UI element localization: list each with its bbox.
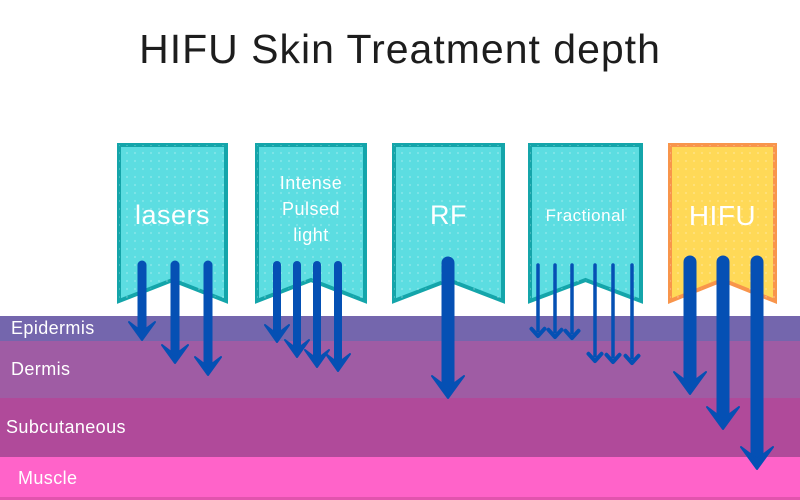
- layer-epidermis: Epidermis: [0, 316, 800, 341]
- banner-label-intense-pulsed-light: Intense Pulsed light: [279, 172, 343, 246]
- layer-label-dermis: Dermis: [11, 359, 71, 379]
- banner-label-fractional: Fractional: [545, 205, 626, 225]
- banner-shape-rf: [392, 143, 505, 304]
- banner-lasers: lasers: [117, 143, 228, 309]
- banner-fractional: Fractional: [528, 143, 643, 309]
- banner-rf: RF: [392, 143, 505, 309]
- layer-muscle: Muscle: [0, 457, 800, 500]
- layer-subcutaneous: Subcutaneous: [0, 398, 800, 457]
- layer-bottom-edge-strip: [0, 497, 800, 500]
- layer-label-muscle: Muscle: [18, 468, 78, 488]
- layer-dermis: Dermis: [0, 341, 800, 398]
- banner-label-rf: RF: [430, 200, 467, 231]
- page-title: HIFU Skin Treatment depth: [139, 26, 661, 72]
- banner-label-hifu: HIFU: [688, 199, 757, 231]
- layer-label-subcutaneous: Subcutaneous: [6, 417, 126, 437]
- layer-label-epidermis: Epidermis: [11, 318, 95, 338]
- banner-hifu: HIFU: [668, 143, 777, 309]
- banner-intense-pulsed-light: Intense Pulsed light: [255, 143, 367, 309]
- banner-label-lasers: lasers: [134, 200, 211, 231]
- banner-shape-fractional: [528, 143, 643, 304]
